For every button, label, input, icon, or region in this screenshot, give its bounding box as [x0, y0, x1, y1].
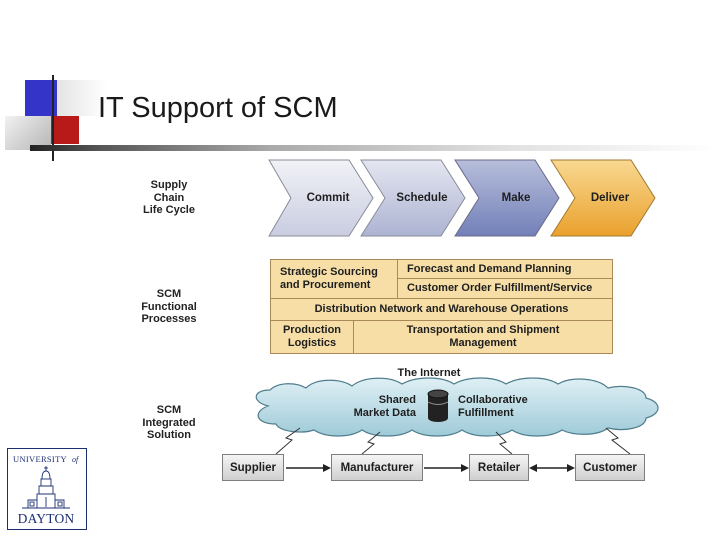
process-order-fulfillment: Customer Order Fulfillment/Service [397, 278, 613, 299]
arrow-supplier-manufacturer [286, 464, 331, 472]
process-order-fulfillment-text: Customer Order Fulfillment/Service [407, 282, 593, 294]
header-gray-block [5, 116, 51, 150]
header-vertical-line [52, 75, 54, 161]
logo-bottom-text: DAYTON [18, 511, 75, 526]
logo-top-text: UNIVERSITY [13, 454, 67, 464]
stage-chevron-make [454, 159, 560, 237]
chain-node-customer: Customer [575, 454, 645, 481]
arrow-retailer-customer [529, 464, 575, 472]
chapel-icon [22, 466, 70, 509]
stage-chevron-schedule [360, 159, 466, 237]
cloud-left-label-line: Market Data [354, 407, 417, 419]
process-distribution-text: Distribution Network and Warehouse Opera… [314, 303, 569, 315]
process-strategic-sourcing: Strategic Sourcing and Procurement [270, 259, 398, 299]
row-label-integrated-text: SCM Integrated Solution [142, 404, 196, 441]
stage-chevron-commit [268, 159, 374, 237]
stage-label-deliver: Deliver [591, 192, 630, 204]
header-blue-block [25, 80, 57, 116]
row-label-life-cycle-text: Supply Chain Life Cycle [143, 179, 195, 216]
university-logo-graphic: UNIVERSITY of DAYTON [13, 454, 80, 526]
chain-node-retailer-text: Retailer [477, 461, 521, 474]
arrow-manufacturer-retailer [424, 464, 469, 472]
slide-title: IT Support of SCM [98, 92, 338, 124]
chain-node-manufacturer-text: Manufacturer [340, 461, 414, 474]
row-label-integrated: SCM Integrated Solution [114, 404, 224, 442]
chain-node-retailer: Retailer [469, 454, 529, 481]
internet-label: The Internet [398, 367, 461, 379]
process-production-text: Production Logistics [282, 324, 342, 349]
process-transportation-text: Transportation and Shipment Management [406, 324, 560, 349]
university-logo: UNIVERSITY of DAYTON [7, 448, 87, 530]
process-forecast-text: Forecast and Demand Planning [407, 262, 572, 275]
header-red-block [51, 116, 79, 144]
chain-node-customer-text: Customer [583, 461, 637, 474]
stage-label-commit: Commit [307, 192, 350, 204]
link-bolt-customer [605, 427, 631, 455]
process-forecast: Forecast and Demand Planning [397, 259, 613, 279]
row-label-functional-text: SCM Functional Processes [141, 288, 197, 325]
header-horizontal-line [30, 145, 720, 151]
chain-node-supplier: Supplier [222, 454, 284, 481]
life-cycle-chevrons: Commit Schedule Make Deliver [268, 159, 656, 237]
link-bolt-manufacturer [361, 431, 381, 455]
row-label-life-cycle: Supply Chain Life Cycle [114, 179, 224, 217]
process-strategic-sourcing-text: Strategic Sourcing and Procurement [280, 266, 378, 291]
process-transportation: Transportation and Shipment Management [353, 320, 613, 354]
cloud-right-label-line: Fulfillment [458, 407, 514, 419]
cloud-shape [255, 377, 659, 437]
link-bolt-supplier [275, 427, 301, 455]
chain-arrows [286, 464, 575, 472]
row-label-functional: SCM Functional Processes [114, 288, 224, 326]
stage-label-make: Make [502, 192, 531, 204]
process-distribution: Distribution Network and Warehouse Opera… [270, 298, 613, 321]
header-fade-bar [57, 80, 107, 116]
chain-node-supplier-text: Supplier [229, 461, 276, 474]
database-icon [427, 389, 449, 422]
chain-node-manufacturer: Manufacturer [331, 454, 423, 481]
stage-chevron-deliver [550, 159, 656, 237]
link-bolt-retailer [495, 431, 513, 455]
cloud-right-label-line: Collaborative [458, 394, 528, 406]
stage-label-schedule: Schedule [396, 192, 447, 204]
process-production: Production Logistics [270, 320, 354, 354]
cloud-left-label-line: Shared [379, 394, 416, 406]
logo-of-text: of [72, 455, 80, 464]
